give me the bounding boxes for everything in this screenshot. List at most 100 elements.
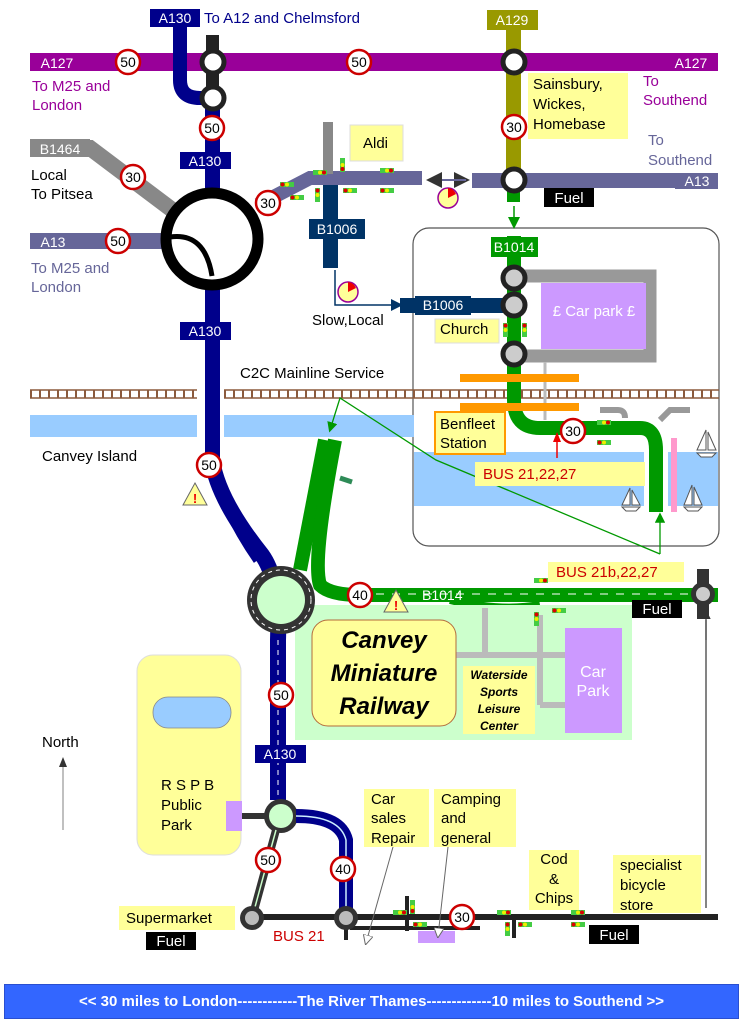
car-sales-pointer — [366, 846, 394, 943]
boat-icon — [620, 429, 718, 512]
rspb-entrance — [226, 801, 242, 831]
label-car-park-benfleet: £ Car park £ — [553, 303, 636, 320]
svg-text:50: 50 — [120, 54, 136, 70]
a13-east-dest-1: To — [648, 132, 664, 149]
road-label-a130-top: A130 — [159, 10, 192, 26]
car-park-canvey — [565, 628, 622, 733]
label-car-sales-3: Repair — [371, 830, 415, 847]
road-label-a130-lower: A130 — [189, 323, 222, 339]
speed-sign-b1014-canvey: 40 — [346, 581, 374, 609]
a127-west-dest-2: London — [32, 97, 82, 114]
label-railway-2: Miniature — [331, 660, 438, 687]
speed-sign-a13-west: 50 — [104, 227, 132, 255]
label-canvey-island: Canvey Island — [42, 448, 137, 465]
road-b1014-benfleet — [507, 236, 663, 512]
svg-text:30: 30 — [565, 423, 581, 439]
label-bus-21: BUS 21 — [273, 928, 325, 945]
svg-text:50: 50 — [110, 233, 126, 249]
svg-text:!: ! — [193, 491, 197, 506]
place-labels: Aldi Sainsbury, Wickes, Homebase Fuel Sl… — [42, 73, 701, 950]
label-car-sales-2: sales — [371, 810, 406, 827]
road-aldi-spur — [323, 122, 333, 174]
label-benfleet-station-1: Benfleet — [440, 416, 496, 433]
label-fuel-supermarket: Fuel — [156, 933, 185, 950]
label-waterside-3: Leisure — [478, 702, 521, 716]
road-label-a129: A129 — [496, 12, 529, 28]
label-bicycle-1: specialist — [620, 857, 683, 874]
svg-text:50: 50 — [201, 457, 217, 473]
label-bicycle-3: store — [620, 897, 653, 914]
speed-sign-b1464: 30 — [119, 163, 147, 191]
rail-line — [30, 389, 719, 399]
a127-east-dest-2: Southend — [643, 92, 707, 109]
road-label-b1464: B1464 — [40, 141, 81, 157]
label-cod-chips-3: Chips — [535, 890, 573, 907]
label-camping-3: general — [441, 830, 491, 847]
label-camping-2: and — [441, 810, 466, 827]
timer-icon — [337, 281, 359, 303]
road-a13-east-2 — [472, 173, 718, 188]
a13-west-dest-2: London — [31, 279, 81, 296]
speed-sign-a130-north: 50 — [198, 114, 226, 142]
label-cod-chips-2: & — [549, 871, 559, 888]
label-fuel-bottom: Fuel — [599, 927, 628, 944]
label-rail-line: C2C Mainline Service — [240, 365, 384, 382]
road-label-b1014-canvey: B1014 — [422, 587, 463, 603]
label-waterside-2: Sports — [480, 685, 518, 699]
label-camping-1: Camping — [441, 791, 501, 808]
b1464-dest-2: To Pitsea — [31, 186, 93, 203]
speed-sign-south-left: 50 — [254, 846, 282, 874]
speed-sign-a130-canvey: 50 — [195, 451, 223, 479]
label-car-park-canvey-2: Park — [577, 683, 611, 700]
label-railway-1: Canvey — [341, 627, 428, 654]
label-sainsbury-1: Sainsbury, — [533, 76, 603, 93]
road-label-b1014-north: B1014 — [494, 239, 535, 255]
svg-text:30: 30 — [454, 909, 470, 925]
label-fuel-a13: Fuel — [554, 190, 583, 207]
speed-limit-signs: 50 50 50 30 30 50 30 30 50 40 50 50 40 3… — [104, 48, 587, 931]
speed-sign-a127-mid: 50 — [345, 48, 373, 76]
rspb-lake — [152, 696, 232, 729]
speed-sign-a13-east: 30 — [254, 189, 282, 217]
road-label-a127-east: A127 — [675, 55, 708, 71]
svg-text:50: 50 — [273, 687, 289, 703]
speed-sign-bottom-road: 30 — [448, 903, 476, 931]
warning-icon: ! — [383, 588, 409, 613]
svg-text:30: 30 — [506, 119, 522, 135]
label-car-sales-1: Car — [371, 791, 395, 808]
a13-east-dest-2: Southend — [648, 152, 712, 169]
road-plates: A130 To A12 and Chelmsford A127 To M25 a… — [30, 9, 718, 763]
label-cod-chips-1: Cod — [540, 851, 568, 868]
label-waterside-4: Center — [480, 719, 519, 733]
label-bicycle-2: bicycle — [620, 877, 666, 894]
svg-text:50: 50 — [351, 54, 367, 70]
b1464-dest-1: Local — [31, 167, 67, 184]
label-bus-benfleet: BUS 21,22,27 — [483, 466, 576, 483]
car-park-access — [520, 269, 657, 363]
warning-icon: ! — [182, 481, 208, 506]
speed-sign-a130-south: 50 — [267, 681, 295, 709]
label-sainsbury-3: Homebase — [533, 116, 606, 133]
junction-circles — [199, 48, 528, 368]
road-bottom — [250, 914, 718, 920]
a13-west-dest-1: To M25 and — [31, 260, 109, 277]
svg-text:30: 30 — [125, 169, 141, 185]
camping-pointer — [438, 846, 449, 936]
svg-text:30: 30 — [260, 195, 276, 211]
camping-site — [418, 931, 455, 943]
road-label-a13-east: A13 — [685, 173, 710, 189]
slow-local-route — [334, 270, 403, 311]
label-north: North — [42, 734, 79, 751]
a127-east-dest-1: To — [643, 73, 659, 90]
label-supermarket: Supermarket — [126, 910, 213, 927]
speed-sign-south-right: 40 — [329, 855, 357, 883]
svg-text:40: 40 — [352, 587, 368, 603]
road-label-a127-west: A127 — [41, 55, 74, 71]
label-slow-local: Slow,Local — [312, 312, 384, 329]
road-label-a130-mid: A130 — [189, 153, 222, 169]
road-label-a13-west: A13 — [41, 234, 66, 250]
svg-text:50: 50 — [260, 852, 276, 868]
label-sainsbury-2: Wickes, — [533, 96, 586, 113]
timer-icon — [437, 187, 459, 209]
